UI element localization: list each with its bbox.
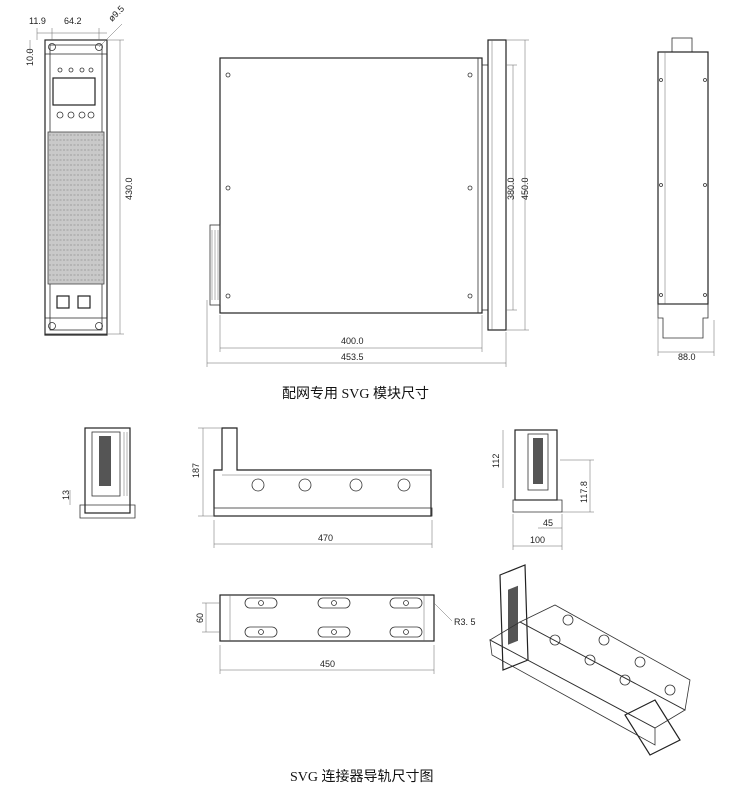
rail-hole [251, 478, 265, 492]
dim-side-outer-width: 453.5 [341, 352, 364, 362]
network-port [56, 295, 70, 309]
rail-slot [317, 597, 351, 609]
mount-hole-bottom-right [95, 322, 103, 330]
front-button [87, 111, 95, 119]
dim-front-d: 10.0 [25, 48, 35, 66]
front-button [78, 111, 86, 119]
side-view: 400.0 453.5 380.0 450.0 [206, 39, 530, 367]
dim-rail-side-w: 470 [318, 533, 333, 543]
dim-side-outer-height: 450.0 [520, 177, 530, 200]
dim-rail-end-right-h2: 117.8 [579, 481, 589, 503]
side-flange [481, 64, 489, 311]
rail-hole [397, 478, 411, 492]
top-ear [44, 39, 108, 55]
dim-side-inner-width: 400.0 [341, 336, 364, 346]
dim-side-inner-height: 380.0 [506, 177, 516, 200]
indicator-led [88, 67, 94, 73]
connector-block [91, 431, 121, 497]
iso-rail-hole [562, 614, 574, 626]
display-screen [52, 77, 96, 106]
iso-rail-hole [634, 656, 646, 668]
rail-side-outline [213, 427, 432, 517]
rear-bottom-bracket [657, 303, 709, 339]
rail-end-body [84, 427, 131, 514]
rail-top-outline [219, 594, 435, 642]
rail-end-view-right: 112 117.8 45 100 [491, 429, 594, 550]
side-front-panel [487, 39, 507, 331]
front-view: 11.9 64.2 ø9.5 10.0 430.0 [25, 4, 134, 336]
connector-pins-right [533, 438, 543, 484]
caption-bottom: SVG 连接器导轨尺寸图 [290, 768, 434, 785]
rail-base [213, 507, 433, 517]
iso-rail-hole [584, 654, 596, 666]
iso-rail-hole [598, 634, 610, 646]
rear-top-connector [671, 37, 693, 53]
iso-connector-pins [508, 585, 518, 645]
rear-view: 88.0 [657, 37, 715, 362]
dim-rail-top-h: 60 [195, 613, 205, 623]
dim-front-b: 64.2 [64, 16, 82, 26]
dim-rail-end-left-h: 13 [61, 490, 71, 500]
rail-hole [298, 478, 312, 492]
dim-rail-top-radius: R3. 5 [454, 617, 476, 627]
indicator-led [79, 67, 85, 73]
dim-rear-width: 88.0 [678, 352, 696, 362]
dim-front-c: ø9.5 [106, 4, 126, 24]
connector-block-right [527, 433, 549, 491]
iso-rail-end-bracket [624, 699, 681, 756]
indicator-led [57, 67, 63, 73]
mount-hole-top-left [48, 43, 56, 51]
dim-front-a: 11.9 [29, 16, 46, 26]
rail-end-foot [79, 504, 136, 519]
caption-top: 配网专用 SVG 模块尺寸 [282, 386, 429, 402]
iso-rail-edge [489, 639, 656, 746]
rail-slot [389, 597, 423, 609]
dim-rail-side-h: 187 [191, 463, 201, 478]
rail-end-right-foot [512, 499, 563, 513]
connector-pins [99, 436, 111, 486]
bottom-ear [44, 317, 108, 335]
rail-slot [317, 626, 351, 638]
iso-rail-hole [549, 634, 561, 646]
dim-rail-end-right-w1: 45 [543, 518, 553, 528]
rail-slot [244, 626, 278, 638]
heat-sink [209, 224, 221, 306]
network-port [77, 295, 91, 309]
front-button [67, 111, 75, 119]
mount-hole-bottom-left [48, 322, 56, 330]
rail-slot [244, 597, 278, 609]
vent-grille [47, 131, 105, 285]
rail-end-view-left: 13 [61, 427, 136, 519]
rail-isometric-view [489, 564, 691, 756]
iso-rail-wall [519, 604, 691, 711]
rail-hole [349, 478, 363, 492]
rail-slot [389, 626, 423, 638]
front-button [56, 111, 64, 119]
side-body [219, 57, 483, 314]
mount-hole-top-right [95, 43, 103, 51]
rail-side-view: 187 470 [191, 427, 433, 548]
dim-rail-end-right-h1: 112 [491, 454, 501, 468]
dim-rail-top-w: 450 [320, 659, 335, 669]
iso-rail-hole [619, 674, 631, 686]
rail-top-view: 60 R3. 5 450 [195, 594, 476, 674]
iso-rail-floor [489, 621, 686, 729]
vent-grille-pattern [49, 134, 103, 281]
rear-body [657, 51, 709, 305]
dim-rail-end-right-w2: 100 [530, 535, 545, 545]
indicator-led [68, 67, 74, 73]
dim-front-height: 430.0 [124, 177, 134, 200]
iso-rail-hole [664, 684, 676, 696]
